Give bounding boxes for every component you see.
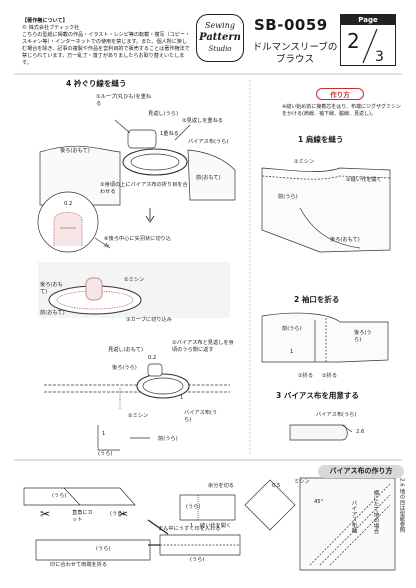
step1-diagram (261, 167, 391, 253)
step2-diagram (261, 312, 389, 363)
step3-dim: 2.6 (356, 429, 365, 435)
label-dim-02: 0.2 (64, 201, 73, 207)
bias-dim-45: 45° (314, 499, 324, 505)
step3-bias: バイアス布(うら) (316, 412, 357, 418)
copyright-notice: 【著作権について】 © 株式会社ブティック社 こちらの型紙に掲載の作品・イラスト… (22, 18, 190, 67)
arrow-down-icon (145, 208, 155, 223)
label-loop-overlap: ①ループ(丸ひも)を重ねる (96, 94, 152, 107)
bias-stitch: ミシン (294, 479, 310, 485)
page-label: Page (341, 15, 395, 25)
step1-seam: ②縫い代を開く (346, 177, 382, 183)
detail-circle (37, 191, 111, 253)
step3-diagram (289, 424, 353, 441)
bias-grain: バイアス布幅 (350, 500, 357, 533)
step1-back: 後ろ(おもて) (330, 237, 360, 243)
bias-ura-3: (うら) (110, 511, 125, 517)
bias-diagram (23, 477, 396, 571)
neckline-diagram-1 (39, 119, 236, 206)
pattern-code: SB-0059 (254, 16, 328, 34)
label-bias-cloth: バイアス布(うら) (188, 139, 229, 145)
label-bias-fold: ①バイアス布と見返しを身頃のうら側に返す (172, 340, 234, 353)
label-stitch: ②ミシン (124, 277, 145, 283)
brand-logo: Sewing Pattern Studio (196, 14, 244, 62)
bias-seam-open: 縫い代を開く (200, 523, 232, 529)
page-number: 2 (347, 29, 360, 53)
bias-center-line: まん中にうすく印を入れる (158, 526, 221, 532)
step1-stitch: ①ミシン (294, 159, 315, 165)
neckline-diagram-2 (38, 262, 230, 318)
bias-side-note: 2.6 地の目は型紙参照 (398, 478, 405, 533)
label-curve-cut: ③カーブに切り込み (126, 317, 172, 323)
pattern-title: ドルマンスリーブのブラウス (252, 42, 338, 65)
label-front-omote-2: 前(おもて) (40, 310, 65, 316)
label-one-cm: 1重ねる (160, 131, 179, 137)
step2-fold2: ②折る (322, 373, 338, 379)
bias-ura-4: (うら) (96, 546, 111, 552)
scissors-icon: ✂ (40, 507, 51, 521)
label-front-omote: 前(おもて) (196, 175, 221, 181)
step2-back: 後ろ(うら) (354, 330, 372, 343)
copyright-body: こちらの型紙に掲載の作品・イラスト・レシピ等の転載・複写（コピー・スキャン等）・… (22, 32, 190, 66)
bias-corner-cut: 直角にカット (72, 510, 93, 523)
step3-heading: 3 バイアス布を用意する (276, 391, 359, 400)
section4-heading: 4 衿ぐり線を縫う (66, 79, 127, 88)
label-stitch-2: ②ミシン (128, 413, 149, 419)
method-note: ※縫い始め前に接着芯をはり、布端にジグザグミシンをかける(肩線、袖下線、脇線、見… (282, 104, 401, 117)
label-one: 1 (180, 395, 184, 401)
label-front-ura: 前(うら) (158, 436, 178, 442)
logo-line-3: Studio (208, 45, 232, 53)
copyright-heading: 【著作権について】 (22, 18, 68, 24)
bias-badge: バイアス布の作り方 (318, 465, 404, 478)
step1-front: 前(うら) (278, 194, 298, 200)
scissors-icon-2: ✂ (118, 507, 129, 521)
bias-mark-line: 印に合わせて両端を折る (50, 562, 108, 568)
label-fold-together: ③身頃の上にバイアス布の折り目を合わせる (100, 182, 188, 195)
label-back-ura: 後ろ(うら) (112, 365, 137, 371)
label-one-b: 1 (102, 431, 106, 437)
label-bias-ura: バイアス布(うら) (184, 410, 218, 423)
bias-grain-note: 横にたて地の場合 (372, 490, 379, 534)
logo-line-1: Sewing (205, 21, 235, 30)
label-mihikae: 見返し(うら) (148, 111, 178, 117)
method-badge: 作り方 (316, 88, 364, 100)
label-back-omote: 後ろ(おもて) (60, 148, 90, 154)
bias-ura-5: (うら) (190, 557, 205, 563)
label-back-omote-2: 後ろ(おもて) (40, 282, 63, 295)
label-mihikae-fold: ②見返しを重ねる (182, 118, 223, 124)
bias-ura-2: (うら) (52, 493, 67, 499)
bias-one: 1 (190, 523, 194, 529)
step1-heading: 1 肩線を縫う (298, 135, 344, 144)
label-dim-02b: 0.2 (148, 355, 157, 361)
page-indicator: Page 2 3 (340, 14, 396, 66)
bias-dim-05: 0.5 (272, 483, 281, 489)
label-ura-small: (うら) (98, 451, 113, 457)
step2-front: 前(うら) (282, 326, 302, 332)
step2-one: 1 (290, 349, 294, 355)
neckline-diagram-3 (44, 363, 230, 451)
bias-cut-extra: 余分を切る (208, 483, 234, 489)
arrow-icon (147, 519, 169, 535)
label-cut-notch: ④後ろ中心に矢羽状に切り込み (104, 236, 171, 249)
page-total: 3 (375, 49, 384, 65)
step2-fold1: ①折る (298, 373, 314, 379)
bias-ura-1: (うら) (186, 504, 201, 510)
page-slash (362, 28, 378, 64)
copyright-company: © 株式会社ブティック社 (22, 25, 80, 31)
logo-line-2: Pattern (199, 32, 241, 43)
label-mihikae-omote: 見返し(おもて) (108, 347, 143, 353)
step2-heading: 2 袖口を折る (294, 295, 340, 304)
